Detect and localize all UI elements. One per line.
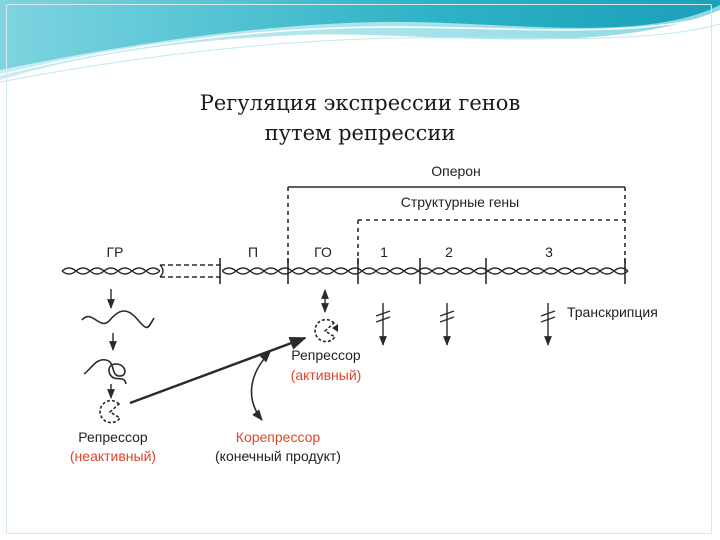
transcription-label: Транскрипция	[567, 304, 658, 320]
dna-helix	[61, 265, 629, 277]
title-line-2: путем репрессии	[264, 121, 456, 145]
end-product-label: (конечный продукт)	[215, 448, 341, 464]
blocked-transcription-arrows	[375, 303, 556, 346]
inactive-repressor-state: (неактивный)	[70, 448, 156, 464]
inactive-repressor-icon	[99, 399, 122, 424]
slide-title: Регуляция экспрессии генов путем репресс…	[0, 88, 720, 148]
operon-bracket	[287, 186, 626, 268]
region-label-gene-2: 2	[445, 244, 453, 260]
activation-arrow	[129, 336, 307, 405]
slide-frame	[6, 4, 712, 534]
corepressor-arrow	[250, 351, 271, 421]
dna-dashed-segment	[160, 264, 222, 278]
region-label-regulator-gene: ГР	[107, 244, 124, 260]
active-repressor-label: Репрессор	[291, 347, 361, 363]
active-repressor-state: (активный)	[291, 367, 362, 383]
title-line-1: Регуляция экспрессии генов	[199, 91, 521, 115]
folding-protein-icon	[83, 358, 127, 385]
region-label-promoter: П	[248, 244, 258, 260]
dna-gap	[160, 264, 222, 278]
inactive-repressor-label: Репрессор	[78, 429, 148, 445]
region-label-operator: ГО	[314, 244, 332, 260]
active-repressor-icon	[314, 318, 337, 343]
corepressor-bound-icon	[332, 324, 338, 332]
structural-genes-bracket	[357, 219, 625, 268]
region-boundaries	[219, 258, 626, 284]
region-label-gene-1: 1	[380, 244, 388, 260]
dna-gap-left-edge	[159, 264, 164, 278]
structural-genes-label: Структурные гены	[401, 194, 519, 210]
corepressor-label: Корепрессор	[236, 429, 321, 445]
operon-label: Оперон	[431, 163, 481, 179]
mrna-icon	[81, 310, 155, 329]
region-label-gene-3: 3	[545, 244, 553, 260]
header-wave-decoration	[0, 0, 720, 83]
